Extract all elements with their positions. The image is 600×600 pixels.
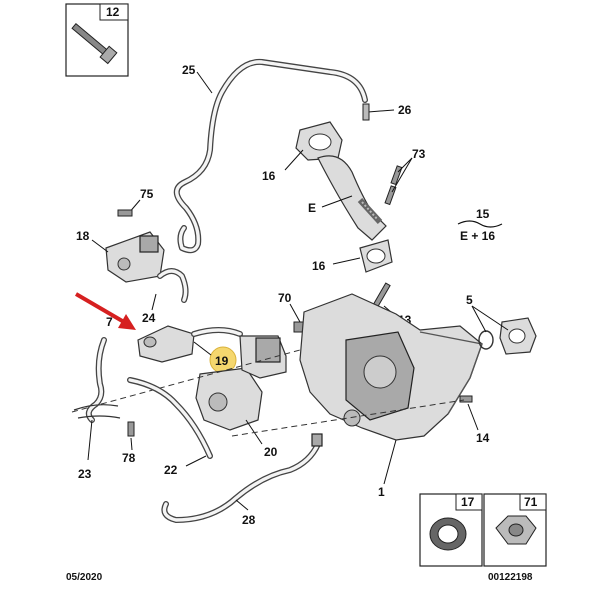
callout-70: 70 xyxy=(278,291,292,305)
hose-25 xyxy=(173,58,368,254)
callout-16-lower: 16 xyxy=(312,259,326,273)
callout-73: 73 xyxy=(412,147,426,161)
callout-25: 25 xyxy=(182,63,196,77)
bolt-14 xyxy=(459,395,473,403)
callout-16-upper: 16 xyxy=(262,169,276,183)
inset-bolt-12: 12 xyxy=(65,3,129,77)
callout-75: 75 xyxy=(140,187,154,201)
callout-28: 28 xyxy=(242,513,256,527)
highlight-19: 19 xyxy=(209,346,237,374)
callout-14: 14 xyxy=(476,431,490,445)
alignment-line-upper xyxy=(71,349,301,413)
red-arrow-icon xyxy=(74,292,136,330)
callout-20: 20 xyxy=(264,445,278,459)
callout-12: 12 xyxy=(106,5,120,19)
pipe-23 xyxy=(73,337,121,423)
bolt-icon xyxy=(71,22,118,65)
gasket-16-lower xyxy=(359,239,393,273)
callout-1: 1 xyxy=(378,485,385,499)
main-cooler-1 xyxy=(299,293,483,441)
egr-module-20 xyxy=(195,335,287,431)
exhaust-pipe-E xyxy=(317,155,387,241)
bolt-75 xyxy=(117,209,133,217)
callout-78: 78 xyxy=(122,451,136,465)
legend-15: 15 E + 16 xyxy=(457,207,503,243)
callout-7: 7 xyxy=(106,315,113,329)
gasket-16-upper xyxy=(295,121,343,161)
bolt-78 xyxy=(127,421,135,437)
harness-28 xyxy=(161,433,323,523)
inset-nut-71: 71 xyxy=(483,493,547,567)
footer-date: 05/2020 xyxy=(66,572,103,583)
bolts-73 xyxy=(384,165,403,206)
nut-icon xyxy=(495,515,537,545)
callout-E-plus-16: E + 16 xyxy=(460,229,495,243)
callout-71: 71 xyxy=(524,495,538,509)
seal-ring-icon xyxy=(429,517,467,551)
callout-26: 26 xyxy=(398,103,412,117)
callout-23: 23 xyxy=(78,467,92,481)
clip-26 xyxy=(362,103,370,121)
callout-E: E xyxy=(308,201,316,215)
inset-seal-17: 17 xyxy=(419,493,483,567)
alignment-line-lower xyxy=(231,399,465,437)
callout-15: 15 xyxy=(476,207,490,221)
hose-22 xyxy=(127,377,213,459)
callout-24: 24 xyxy=(142,311,156,325)
footer-reference: 00122198 xyxy=(488,572,533,583)
flange-5 xyxy=(478,317,537,355)
callout-18: 18 xyxy=(76,229,90,243)
callout-22: 22 xyxy=(164,463,178,477)
actuator-18 xyxy=(105,231,165,283)
callout-5: 5 xyxy=(466,293,473,307)
callout-19: 19 xyxy=(215,354,229,368)
callout-box-12 xyxy=(99,3,129,21)
valve-19 xyxy=(137,325,195,363)
callout-17: 17 xyxy=(461,495,475,509)
